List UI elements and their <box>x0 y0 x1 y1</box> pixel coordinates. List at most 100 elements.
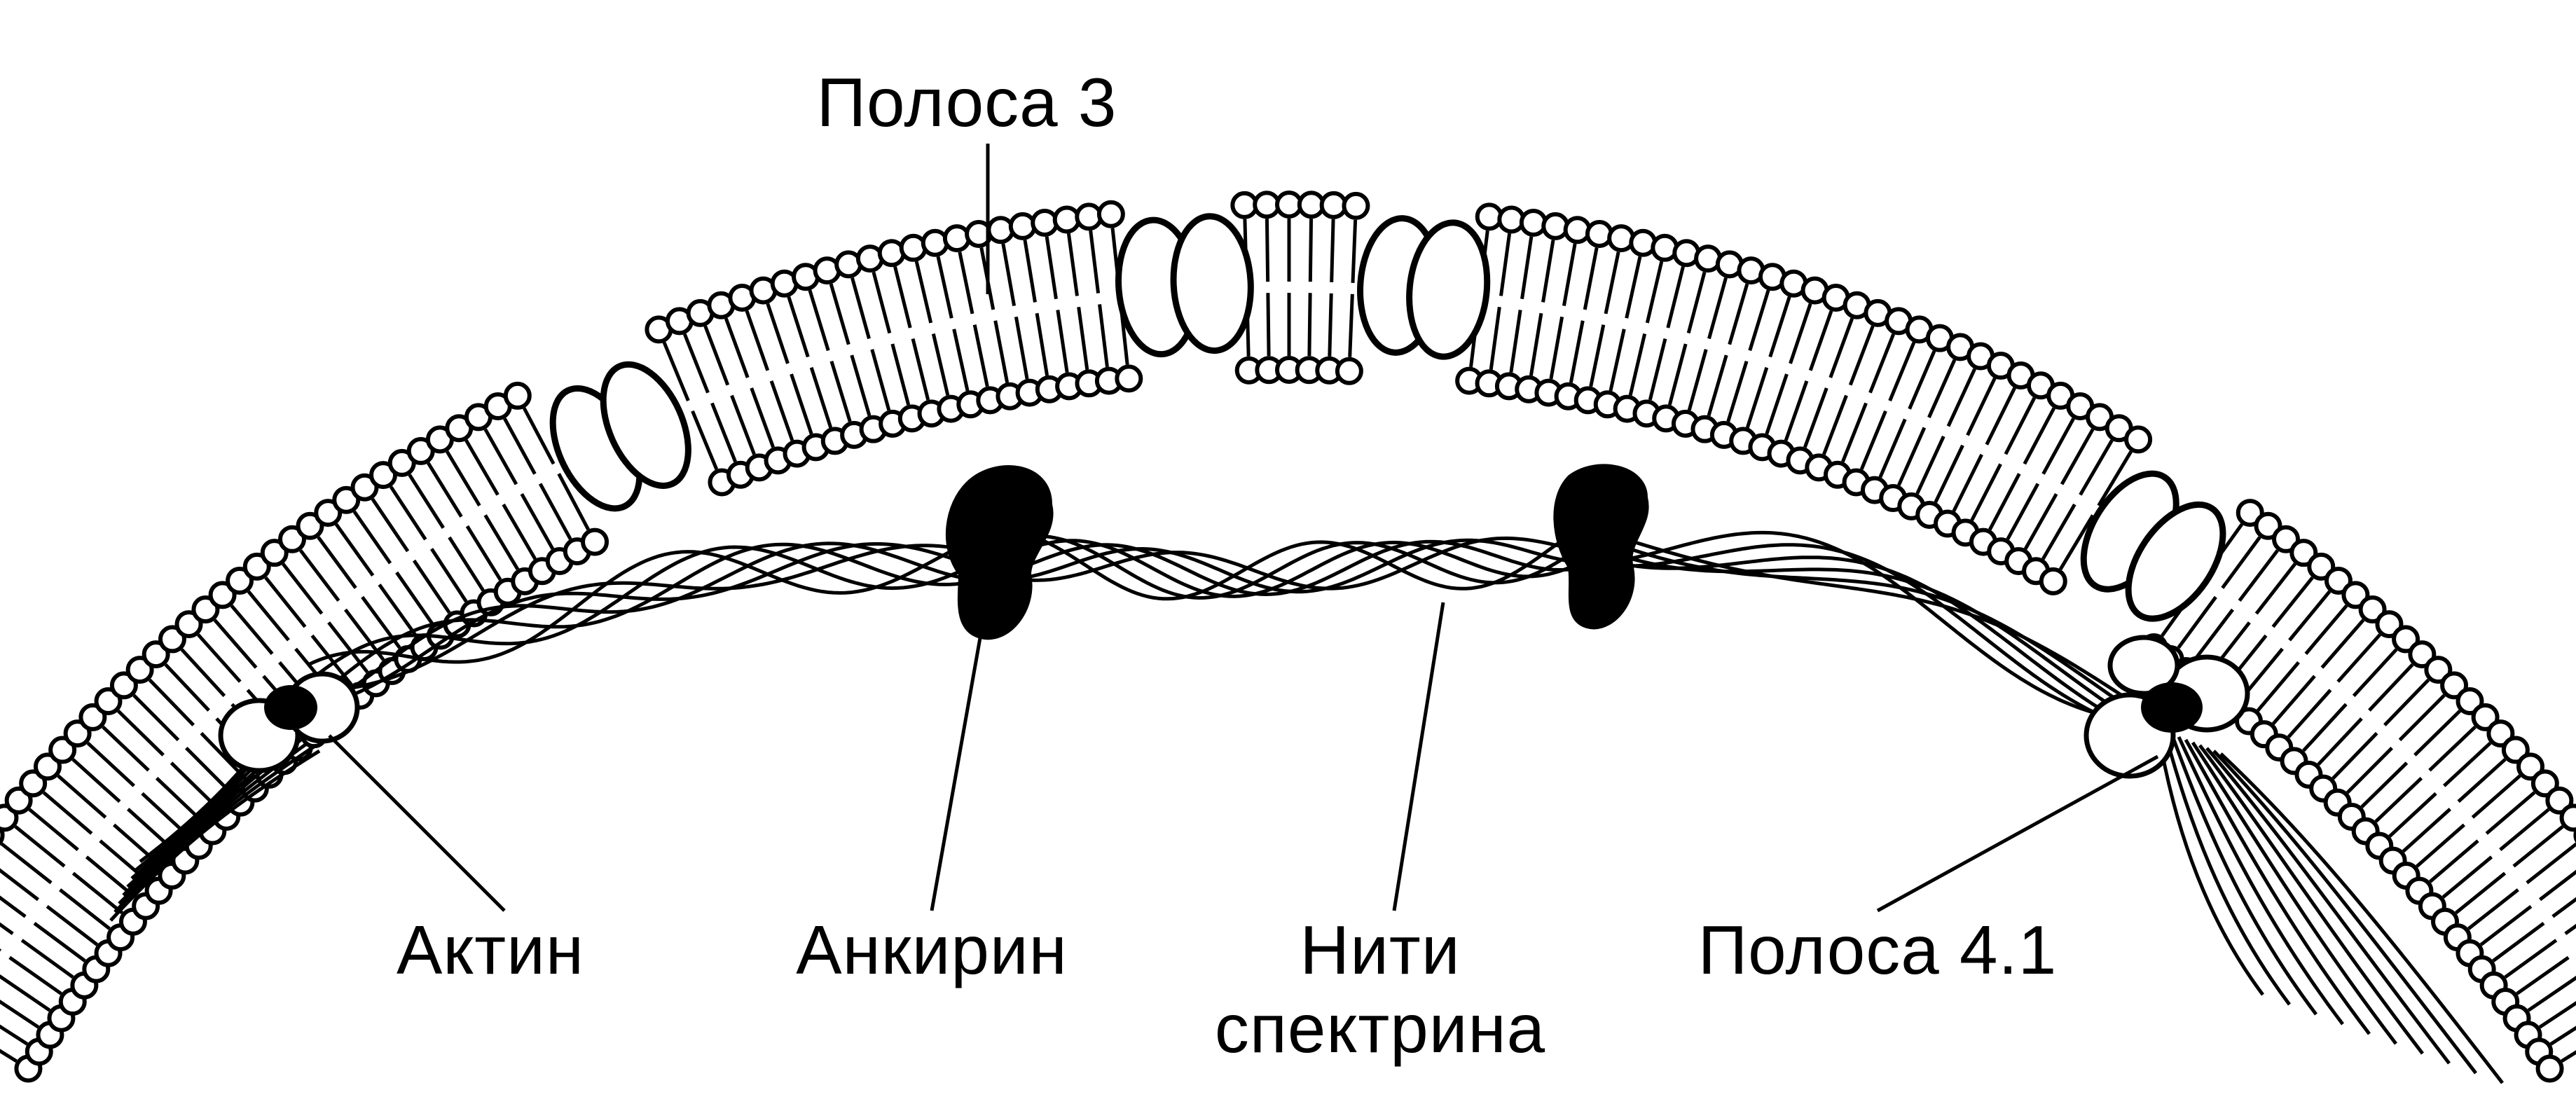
lipid-tail <box>769 380 794 441</box>
lipid-tail <box>2564 923 2576 935</box>
lipid-tail <box>1946 368 1976 427</box>
spectrin-strand-middle <box>1008 534 1627 598</box>
lipid-tail <box>850 277 871 340</box>
lipid-tail <box>2060 428 2095 485</box>
label-spectrin-filaments: Нити спектрина <box>1163 911 1597 1068</box>
lipid-tail <box>1645 261 1664 324</box>
lipid-tail <box>1915 435 1945 495</box>
lipid-tail <box>1952 453 1983 512</box>
lipid-tail <box>1266 293 1271 357</box>
lipid-tail <box>2368 663 2414 712</box>
lipid-tail <box>59 888 111 930</box>
lipid-tail <box>483 514 520 570</box>
lipid-tail <box>2402 808 2451 853</box>
lipid-tail <box>1348 294 1354 357</box>
lipid-tail <box>1667 343 1688 406</box>
lipid-tail <box>2561 1050 2576 1063</box>
lipid-tail <box>1726 360 1749 422</box>
lipid-tail <box>448 536 485 592</box>
lipid-tail <box>2302 703 2348 752</box>
lipid-tail <box>2551 897 2576 918</box>
actin-fiber-right <box>2177 736 2344 1026</box>
lipid-tail <box>2549 1026 2576 1046</box>
lipid-head-inner <box>581 527 609 556</box>
spectrin-strand-left <box>307 545 1010 684</box>
lipid-tail <box>1499 233 1512 296</box>
spectrin-strand-middle <box>1008 538 1626 594</box>
lipid-tail <box>730 394 756 455</box>
lipid-tail <box>2272 675 2316 725</box>
lipid-tail <box>430 548 468 603</box>
lipid-tail <box>1934 444 1964 504</box>
lipid-tail <box>2041 503 2076 560</box>
lipid-tail <box>1023 240 1037 303</box>
lipid-tail <box>850 354 872 417</box>
lipid-tail <box>1822 394 1848 455</box>
lipid-tail <box>132 693 180 742</box>
lipid-head-outer <box>1342 191 1370 220</box>
band-3-protein-far-right-2 <box>2125 501 2226 622</box>
actin-fiber-right <box>2212 750 2477 1075</box>
spectrin-strand-middle <box>1008 517 1627 600</box>
lipid-tail <box>1648 338 1667 401</box>
spectrin-strand-left <box>307 542 1010 705</box>
label-ankyrin: Анкирин <box>796 911 1068 988</box>
lipid-tail <box>1520 236 1534 300</box>
lipid-tail <box>196 633 242 683</box>
lipid-head-outer <box>1008 212 1037 240</box>
lipid-head-outer <box>0 824 5 846</box>
lipid-tail <box>2332 731 2378 780</box>
spectrin-strand-left <box>308 542 1010 710</box>
lipid-tail <box>465 525 502 581</box>
lipid-tail <box>2416 823 2465 868</box>
lipid-tail <box>1098 304 1109 368</box>
lipid-head-outer <box>2236 499 2264 527</box>
lipid-tail <box>691 410 719 470</box>
actin-fiber-right <box>2163 731 2291 1006</box>
spectrin-strand-right <box>1625 537 2131 703</box>
lipid-head-outer <box>1541 212 1570 240</box>
leader-band-4-1 <box>1876 754 2159 913</box>
lipid-tail <box>2388 792 2437 838</box>
lipid-tail <box>2079 439 2114 496</box>
lipid-head-outer <box>1519 208 1548 237</box>
lipid-tail <box>1859 410 1887 470</box>
lipid-head-outer <box>2124 425 2153 454</box>
lipid-tail <box>538 483 572 540</box>
lipid-tail <box>2271 576 2314 628</box>
lipid-tail <box>1897 427 1927 486</box>
lipid-tail <box>2287 689 2332 738</box>
lipid-tail <box>2429 839 2479 883</box>
lipid-tail <box>787 296 810 358</box>
lipid-tail <box>1966 378 1997 436</box>
spectrin-strand-middle <box>1008 509 1626 601</box>
lipid-tail <box>0 842 53 885</box>
lipid-tail <box>247 590 290 642</box>
lipid-tail <box>0 999 40 1029</box>
lipid-tail <box>1748 289 1770 352</box>
ankyrin-protein <box>945 465 1054 640</box>
lipid-tail <box>703 325 730 386</box>
lipid-tail <box>520 492 555 550</box>
lipid-head-outer <box>1031 208 1059 237</box>
band-4-1-complex-left <box>264 685 317 730</box>
lipid-tail <box>0 922 14 935</box>
lipid-tail <box>1330 219 1335 282</box>
lipid-tail <box>1841 402 1868 463</box>
lipid-tail <box>1001 243 1017 306</box>
lipid-tail <box>412 559 451 614</box>
lipid-tail <box>710 402 737 463</box>
lipid-tail <box>2320 619 2365 669</box>
lipid-tail <box>2539 869 2576 902</box>
lipid-tail <box>1666 266 1685 329</box>
lipid-head-inner <box>1335 357 1363 385</box>
lipid-tail <box>299 549 340 602</box>
label-actin: Актин <box>396 911 585 988</box>
lipid-tail <box>1308 219 1314 282</box>
lipid-tail <box>766 303 790 364</box>
lipid-tail <box>1707 277 1728 340</box>
lipid-tail <box>213 619 258 669</box>
lipid-tail <box>790 373 813 435</box>
label-leader-lines <box>328 144 2159 913</box>
